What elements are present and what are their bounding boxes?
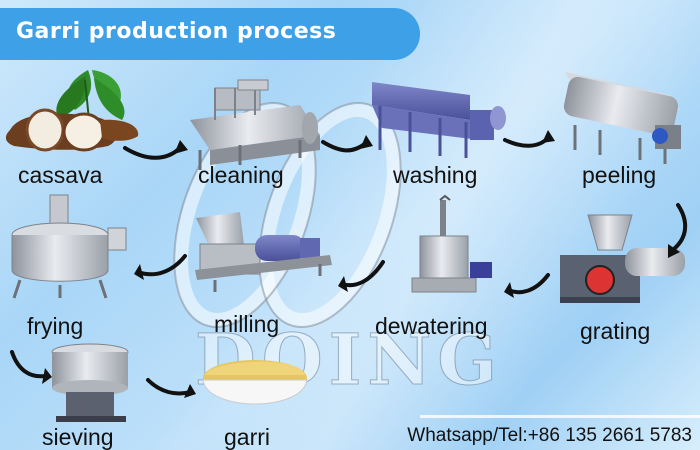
step-label-peeling: peeling [582, 162, 657, 188]
arrow-peeling-grating [673, 203, 688, 250]
footer-divider [420, 415, 700, 418]
cassava-illustration [5, 70, 139, 152]
grating-machine-illustration [560, 214, 685, 303]
arrow-cassava-cleaning [123, 146, 182, 160]
page-title: Garri production process [16, 19, 337, 44]
sieving-machine-illustration [51, 343, 129, 422]
step-label-washing: washing [393, 162, 478, 188]
step-label-cassava: cassava [18, 162, 103, 188]
arrow-dewatering-milling [340, 260, 385, 288]
cleaning-machine-illustration [190, 79, 320, 170]
step-label-milling: milling [214, 311, 280, 337]
dewatering-machine-illustration [411, 194, 492, 293]
garri-bowl-illustration [202, 360, 308, 405]
title-banner [0, 8, 420, 60]
arrow-cleaning-washing [321, 140, 368, 153]
arrow-heads [42, 130, 680, 398]
washing-machine-illustration [372, 82, 506, 158]
step-label-frying: frying [27, 313, 84, 339]
peeling-machine-illustration [563, 72, 681, 164]
step-label-garri: garri [224, 424, 271, 450]
arrow-sieving-garri [146, 378, 192, 396]
step-label-sieving: sieving [42, 424, 114, 450]
milling-machine-illustration [195, 212, 332, 292]
step-label-dewatering: dewatering [375, 313, 488, 339]
step-label-cleaning: cleaning [198, 162, 284, 188]
arrow-frying-sieving [10, 350, 47, 379]
arrow-grating-dewatering [506, 273, 550, 295]
contact-text: Whatsapp/Tel:+86 135 2661 5783 [407, 425, 692, 446]
arrow-washing-peeling [503, 136, 550, 148]
arrow-milling-frying [136, 254, 187, 277]
step-label-grating: grating [580, 318, 651, 344]
frying-machine-illustration [11, 194, 127, 299]
